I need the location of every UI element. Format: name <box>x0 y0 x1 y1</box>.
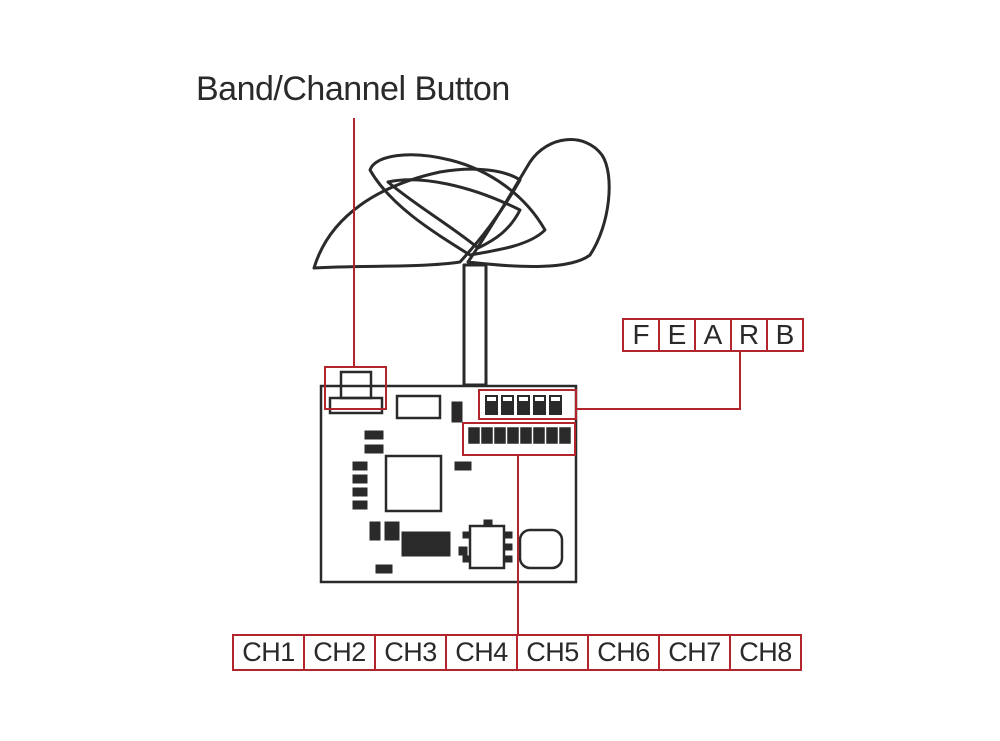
band-cell-a: A <box>696 319 732 350</box>
pcb-board <box>319 370 578 584</box>
band-leds <box>485 395 562 415</box>
channel-leds <box>468 427 571 444</box>
crystal <box>518 528 564 570</box>
band-cell-e: E <box>660 319 696 350</box>
channel-cell-4: CH4 <box>447 636 518 669</box>
regulator <box>468 524 506 570</box>
button-body <box>328 396 384 415</box>
components <box>352 401 513 574</box>
smd-e <box>352 461 368 471</box>
smd-j <box>384 521 400 541</box>
band-table: F E A R B <box>622 318 804 352</box>
channel-cell-6: CH6 <box>589 636 660 669</box>
reg-pin-5 <box>462 555 471 563</box>
antenna-stem <box>462 263 488 387</box>
antenna-lobe-inner <box>386 178 522 250</box>
band-leader <box>576 352 741 410</box>
antenna <box>312 138 611 387</box>
callouts <box>324 118 741 634</box>
band-callout-box <box>478 389 577 420</box>
channel-cell-7: CH7 <box>660 636 731 669</box>
smd-b <box>454 461 472 471</box>
smd-a <box>451 401 463 423</box>
reg-pin-2 <box>503 543 513 551</box>
reg-pin-4 <box>462 531 471 539</box>
smd-h <box>352 500 368 510</box>
reg-pin-1 <box>503 531 513 539</box>
smd-k <box>375 564 393 574</box>
smd-d <box>364 444 384 454</box>
channel-cell-8: CH8 <box>739 637 792 667</box>
smd-g <box>352 487 368 497</box>
antenna-lobe-top <box>368 153 547 257</box>
reg-tab <box>483 519 493 527</box>
button-cap <box>339 370 373 400</box>
smd-c <box>364 430 384 440</box>
channel-cell-2: CH2 <box>305 636 376 669</box>
channel-cell-3: CH3 <box>376 636 447 669</box>
antenna-lobe-right <box>466 138 611 268</box>
channel-cell-1: CH1 <box>234 636 305 669</box>
band-cell-r: R <box>732 319 768 350</box>
smd-i <box>369 521 381 541</box>
board-outline <box>319 384 578 584</box>
chip-small <box>395 394 442 420</box>
button-callout-box <box>324 366 387 410</box>
channel-callout-box <box>462 422 576 456</box>
channel-table: CH1 CH2 CH3 CH4 CH5 CH6 CH7 CH8 <box>232 634 802 671</box>
reg-pin-3 <box>503 555 513 563</box>
smd-m <box>401 531 451 557</box>
channel-cell-5: CH5 <box>518 636 589 669</box>
smd-l <box>458 546 468 556</box>
band-channel-button-label: Band/Channel Button <box>196 70 510 108</box>
main-ic <box>384 454 443 513</box>
band-cell-f: F <box>624 319 660 350</box>
smd-f <box>352 474 368 484</box>
band-cell-b: B <box>775 319 795 350</box>
